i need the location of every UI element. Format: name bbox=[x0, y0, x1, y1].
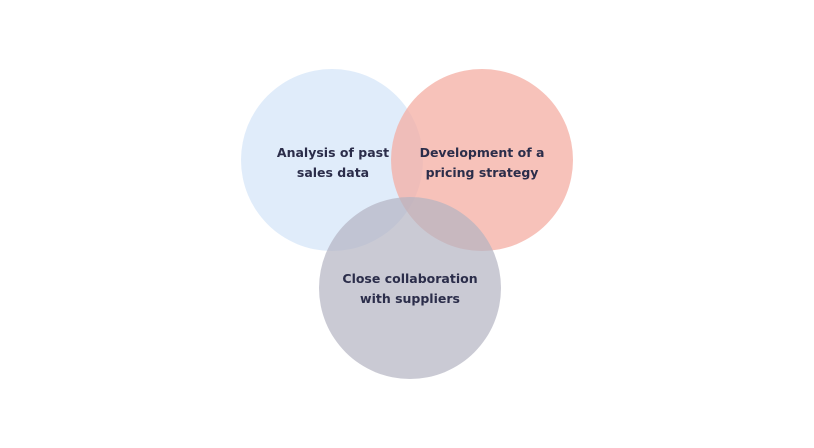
label-pricing-line-2: pricing strategy bbox=[426, 165, 539, 180]
label-suppliers-line-2: with suppliers bbox=[360, 291, 460, 306]
label-analysis-line-2: sales data bbox=[297, 165, 369, 180]
label-pricing-line-1: Development of a bbox=[420, 145, 545, 160]
label-suppliers-line-1: Close collaboration bbox=[342, 271, 477, 286]
label-analysis-line-1: Analysis of past bbox=[277, 145, 389, 160]
circle-close-collaboration-with-suppliers bbox=[319, 197, 501, 379]
